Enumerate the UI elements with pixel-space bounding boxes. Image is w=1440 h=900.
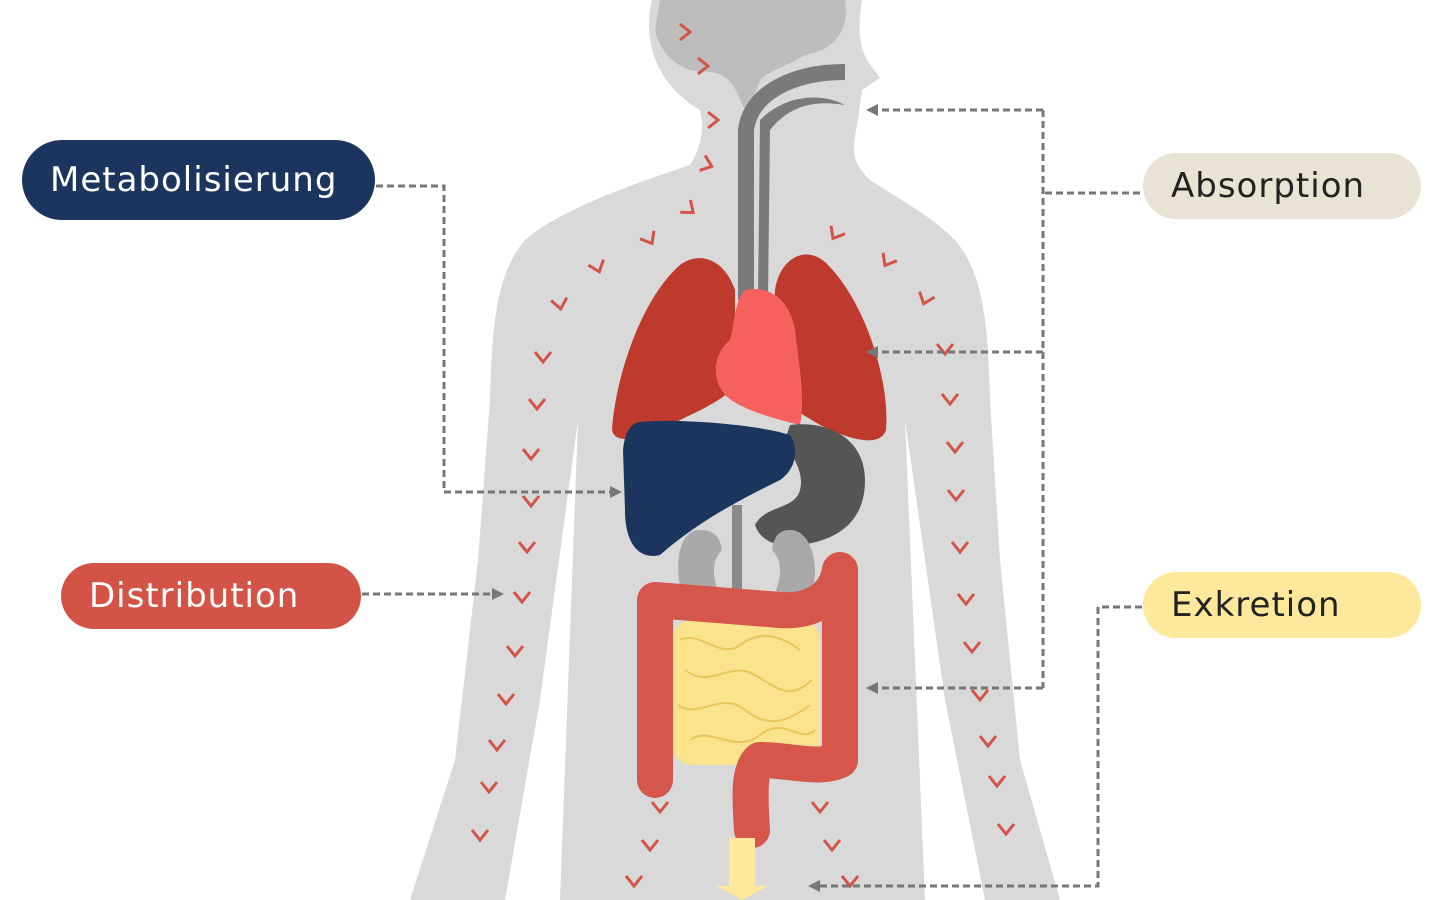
- chevron-icon: [987, 775, 1007, 789]
- chevron-icon: [512, 591, 532, 605]
- chevron-icon: [707, 110, 721, 130]
- chevron-icon: [962, 641, 982, 655]
- exkretion-connector: [820, 605, 1142, 888]
- chevron-icon: [996, 823, 1016, 837]
- right-kidney: [772, 530, 815, 601]
- chevron-icon: [970, 689, 990, 703]
- chevron-icon: [550, 296, 569, 312]
- chevron-icon: [640, 839, 660, 853]
- absorption-label: Absorption: [1143, 153, 1421, 219]
- excretion-arrow-shaft: [729, 838, 755, 888]
- chevron-icon: [680, 199, 695, 215]
- left-arm-gap: [505, 420, 578, 900]
- chevron-icon: [699, 154, 715, 172]
- heart: [715, 289, 803, 425]
- metabolisierung-label: Metabolisierung: [22, 140, 375, 220]
- chevron-icon: [822, 839, 842, 853]
- chevron-icon: [940, 393, 960, 407]
- chevron-icon: [829, 225, 846, 241]
- metabolisierung-connector: [376, 184, 612, 494]
- distribution-chevrons: [470, 22, 1016, 889]
- connector-arrowheads: [492, 104, 878, 892]
- chevron-icon: [624, 875, 644, 889]
- chevron-icon: [650, 801, 670, 815]
- exkretion-label: Exkretion: [1143, 572, 1421, 638]
- chevron-icon: [918, 291, 936, 307]
- chevron-icon: [946, 489, 966, 503]
- esophagus: [758, 97, 845, 300]
- chevron-icon: [840, 875, 860, 889]
- chevron-icon: [810, 801, 830, 815]
- small-intestine-folds: [677, 634, 816, 744]
- left-lung: [612, 258, 735, 440]
- chevron-icon: [945, 441, 965, 455]
- left-kidney: [678, 530, 722, 601]
- excretion-arrow-head: [716, 886, 768, 900]
- chevron-icon: [956, 593, 976, 607]
- chevron-icon: [470, 829, 490, 843]
- brain: [655, 0, 846, 110]
- connector-lines: [362, 108, 1142, 888]
- chevron-icon: [639, 230, 656, 246]
- chevron-icon: [587, 259, 605, 275]
- chevron-icon: [479, 781, 499, 795]
- chevron-icon: [521, 495, 541, 509]
- distribution-label: Distribution: [61, 563, 361, 629]
- stomach: [755, 424, 865, 546]
- chevron-icon: [697, 56, 711, 76]
- aorta: [732, 505, 742, 610]
- chevron-icon: [978, 735, 998, 749]
- liver: [623, 420, 796, 556]
- chevron-icon: [527, 398, 547, 412]
- chevron-icon: [521, 448, 541, 462]
- chevron-icon: [950, 541, 970, 555]
- chevron-icon: [881, 252, 898, 268]
- right-arm-gap: [905, 420, 985, 900]
- chevron-icon: [496, 693, 516, 707]
- chevron-icon: [935, 343, 955, 357]
- absorption-connector: [876, 108, 1140, 690]
- trachea: [738, 64, 846, 300]
- chevron-icon: [679, 22, 693, 42]
- chevron-icon: [517, 541, 537, 555]
- chevron-icon: [487, 739, 507, 753]
- chevron-icon: [533, 351, 553, 365]
- chevron-icon: [505, 645, 525, 659]
- colon: [637, 552, 858, 848]
